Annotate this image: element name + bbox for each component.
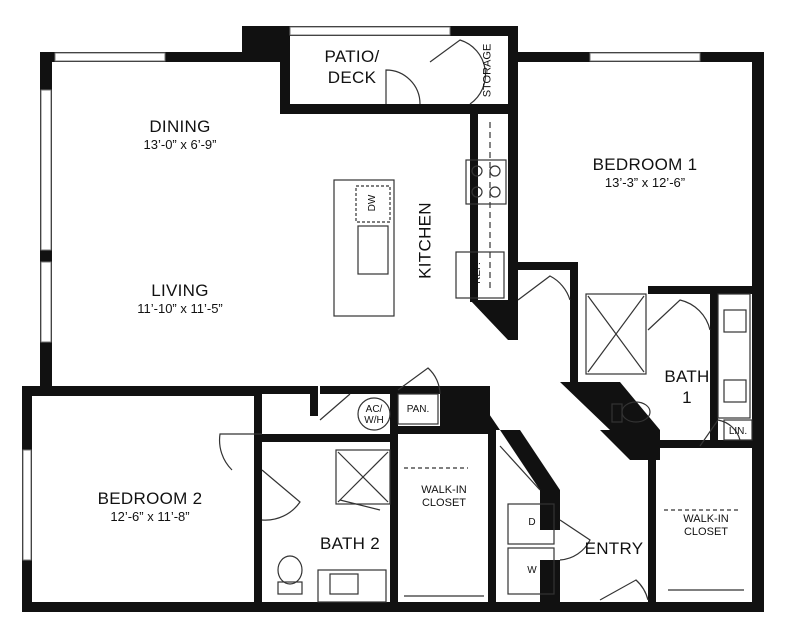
living-name: LIVING (151, 281, 209, 300)
window-patio (289, 26, 451, 36)
living-dims: 11’-10” x 11’-5” (137, 301, 223, 316)
window-dining (54, 52, 166, 62)
refrigerator-box (455, 251, 505, 299)
walkin1-name-line2: CLOSET (421, 497, 466, 509)
window-living-2 (40, 261, 52, 343)
washer-box (507, 547, 555, 595)
patio-name-line1: PATIO/ (324, 47, 380, 66)
dryer-box (507, 503, 555, 545)
ac-wh-label: AC/ W/H (354, 405, 394, 426)
dining-dims: 13’-0” x 6’-9” (143, 137, 217, 152)
dryer-label: D (528, 517, 536, 528)
linen-label: LIN. (728, 426, 748, 437)
living-label: LIVING 11’-10” x 11’-5” (90, 282, 270, 315)
bedroom1-name: BEDROOM 1 (592, 155, 698, 174)
range (465, 159, 507, 205)
bedroom1-label: BEDROOM 1 13’-3” x 12’-6” (555, 156, 735, 189)
pantry-label: PAN. (406, 404, 430, 415)
patio-label: PATIO/ DECK (302, 48, 402, 86)
island-sink (357, 225, 389, 275)
dining-name: DINING (149, 117, 211, 136)
bath2-vanity (317, 569, 387, 603)
ac-wh-line2: W/H (364, 415, 384, 426)
window-bedroom1 (589, 52, 701, 62)
kitchen-island (333, 179, 395, 317)
bedroom2-name: BEDROOM 2 (97, 489, 203, 508)
dishwasher-label: DW (367, 194, 378, 212)
fixtures (277, 122, 753, 603)
entry-label: ENTRY (584, 539, 644, 558)
kitchen-label: KITCHEN (415, 202, 435, 279)
bath2-label: BATH 2 (319, 534, 381, 553)
storage-label: STORAGE (481, 43, 494, 98)
bath1-label: BATH 1 (652, 368, 722, 406)
washer-label: W (527, 565, 537, 576)
bath1-name-line2: 1 (682, 388, 692, 407)
bath1-shower (585, 293, 647, 375)
walkin1-name-line1: WALK-IN (421, 484, 467, 496)
windows (22, 26, 701, 561)
walkin1-label: WALK-IN CLOSET (404, 485, 484, 509)
pantry-box (397, 393, 439, 425)
walkin2-name-line2: CLOSET (683, 526, 728, 538)
ac-unit (357, 397, 391, 431)
bedroom2-dims: 12’-6” x 11’-8” (110, 509, 190, 524)
bath2-toilet (277, 555, 303, 585)
linen-box (723, 419, 753, 441)
patio-name-line2: DECK (327, 68, 377, 87)
window-living-1 (40, 89, 52, 251)
dining-label: DINING 13’-0” x 6’-9” (100, 118, 260, 151)
walkin2-label: WALK-IN CLOSET (666, 514, 746, 538)
ac-wh-line1: AC/ (365, 404, 383, 415)
bedroom1-dims: 13’-3” x 12’-6” (604, 175, 686, 190)
refrigerator-label: REF. (472, 262, 483, 284)
window-bedroom2 (22, 449, 32, 561)
dishwasher-box (355, 185, 391, 223)
door-swings (218, 39, 741, 601)
bedroom2-label: BEDROOM 2 12’-6” x 11’-8” (60, 490, 240, 523)
floor-plan-walls (22, 26, 764, 612)
walkin2-name-line1: WALK-IN (683, 513, 729, 525)
bath2-shower (335, 449, 391, 505)
bath1-name-line1: BATH (664, 367, 710, 386)
bath1-vanity (717, 293, 751, 419)
